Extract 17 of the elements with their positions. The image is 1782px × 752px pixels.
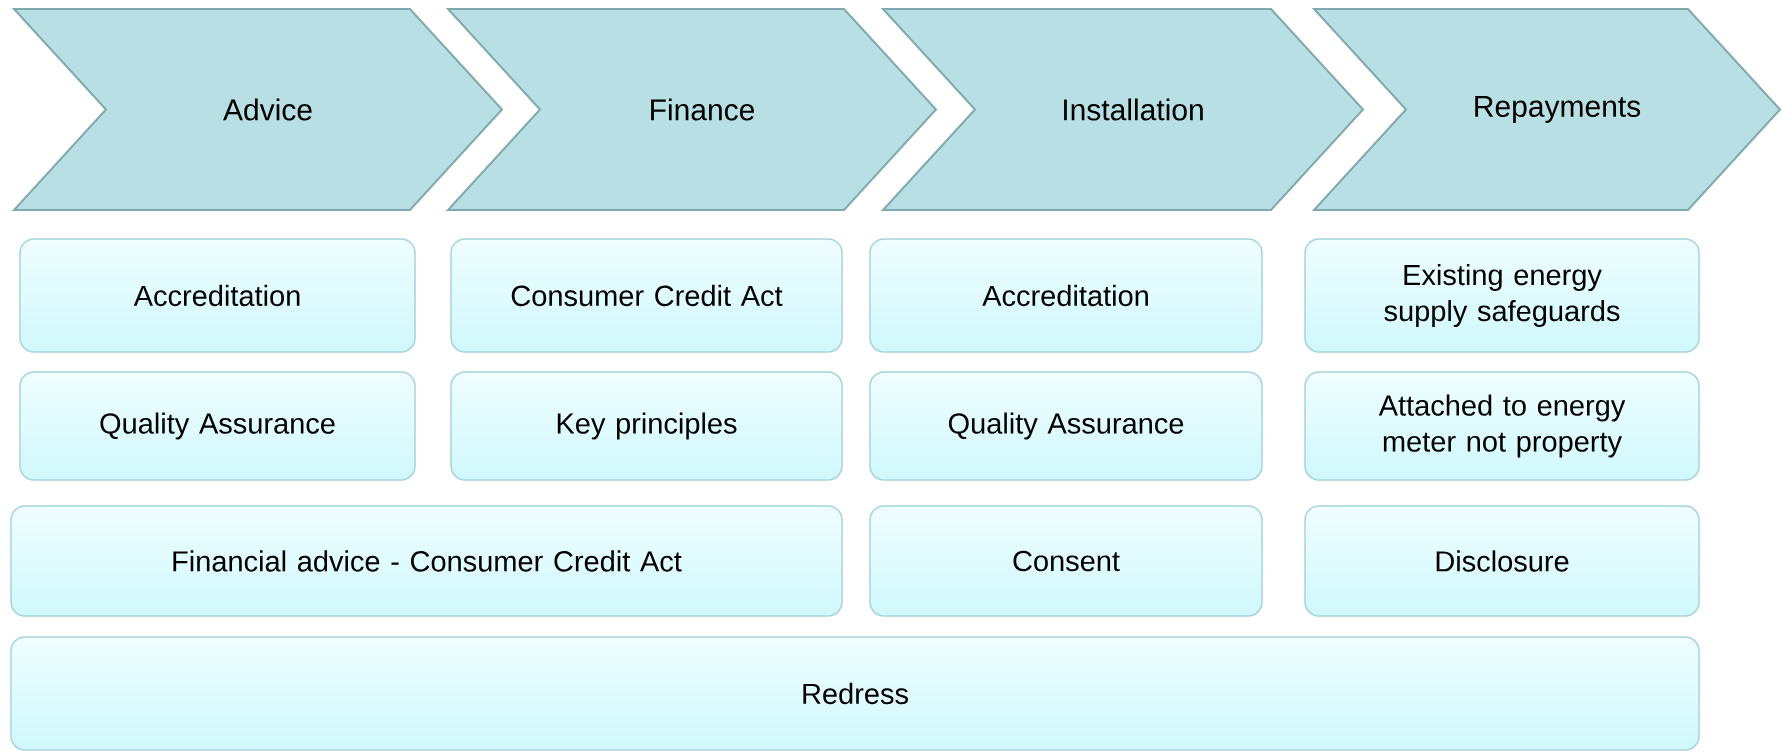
- text-box: Financial advice - Consumer Credit Act: [10, 505, 843, 617]
- text-box: Disclosure: [1304, 505, 1700, 617]
- text-box: Attached to energy meter not property: [1304, 371, 1700, 481]
- text-box: Redress: [10, 636, 1700, 751]
- text-box: Quality Assurance: [19, 371, 416, 481]
- text-box: Existing energy supply safeguards: [1304, 238, 1700, 353]
- chevron-step: Finance: [445, 8, 938, 211]
- text-box: Accreditation: [869, 238, 1263, 353]
- chevron-step: Installation: [880, 8, 1365, 211]
- chevron-step: Advice: [11, 8, 504, 211]
- node-label: Repayments: [1475, 96, 1641, 123]
- text-box: Quality Assurance: [869, 371, 1263, 481]
- text-box: Consent: [869, 505, 1263, 617]
- text-box: Key principles: [450, 371, 843, 481]
- text-box: Consumer Credit Act: [450, 238, 843, 353]
- text-box: Accreditation: [19, 238, 416, 353]
- chevron-step: Repayments: [1311, 8, 1782, 211]
